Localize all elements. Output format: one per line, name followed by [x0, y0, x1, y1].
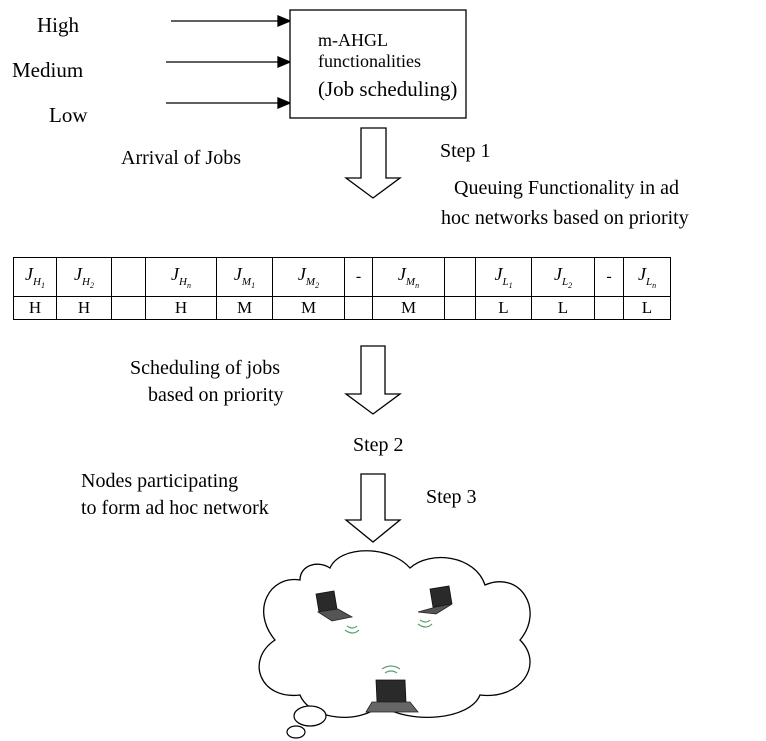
box-title: m-AHGL [318, 30, 388, 50]
priority-cell: L [623, 296, 671, 320]
cloud-bubble-small [286, 725, 306, 739]
scheduling-label-line1: Scheduling of jobs [130, 357, 280, 379]
step1-label: Step 1 [440, 140, 491, 162]
queue-caption-line1: Queuing Functionality in ad [454, 177, 679, 199]
job-cell: JHn [145, 257, 217, 297]
job-cell-empty [111, 257, 146, 297]
box-line2: functionalities [318, 51, 421, 71]
step2-label: Step 2 [353, 434, 404, 456]
priority-cell [594, 296, 624, 320]
job-cell: JH2 [56, 257, 112, 297]
priority-cell [344, 296, 373, 320]
high-arrowhead [277, 15, 292, 27]
priority-high-label: High [37, 13, 79, 37]
step3-block-arrow [344, 473, 402, 543]
priority-cell [111, 296, 146, 320]
wifi-icon-center [381, 665, 401, 674]
job-cell: JL2 [531, 257, 595, 297]
nodes-label-line2: to form ad hoc network [81, 497, 269, 519]
wifi-icon-right [417, 619, 433, 628]
priority-cell: M [272, 296, 345, 320]
priority-low-label: Low [49, 103, 88, 127]
priority-cell: M [216, 296, 273, 320]
job-cell: JM1 [216, 257, 273, 297]
job-cell: JL1 [475, 257, 532, 297]
job-cell-dash: - [594, 257, 624, 297]
priority-cell: L [475, 296, 532, 320]
box-line3: (Job scheduling) [318, 77, 458, 101]
priority-cell: H [13, 296, 57, 320]
step2-block-arrow [344, 345, 402, 415]
priority-cell [444, 296, 476, 320]
arrival-label: Arrival of Jobs [121, 147, 241, 169]
m-ahgl-box [289, 9, 467, 119]
laptop-icon-center [365, 679, 419, 713]
priority-cell: M [372, 296, 445, 320]
laptop-icon-left [315, 590, 354, 622]
job-cell-dash: - [344, 257, 373, 297]
job-cell: JMn [372, 257, 445, 297]
job-cell-empty [444, 257, 476, 297]
step1-block-arrow [344, 127, 402, 199]
job-cell: JLn [623, 257, 671, 297]
wifi-icon-left [344, 625, 360, 634]
queue-caption-line2: hoc networks based on priority [441, 207, 689, 229]
step3-label: Step 3 [426, 486, 477, 508]
job-queue-row-priority: H H H M M M L L L [13, 296, 671, 320]
priority-cell: L [531, 296, 595, 320]
scheduling-label-line2: based on priority [148, 384, 284, 406]
job-queue-table: JH1 JH2 JHn JM1 JM2 - JMn JL1 JL2 - JLn … [13, 257, 671, 320]
priority-medium-label: Medium [12, 58, 84, 82]
job-queue-row-jobs: JH1 JH2 JHn JM1 JM2 - JMn JL1 JL2 - JLn [13, 257, 671, 297]
job-cell: JH1 [13, 257, 57, 297]
cloud-bubble-large [293, 705, 327, 727]
medium-arrowhead [277, 56, 292, 68]
nodes-label-line1: Nodes participating [81, 470, 239, 492]
priority-cell: H [56, 296, 112, 320]
priority-cell: H [145, 296, 217, 320]
job-cell: JM2 [272, 257, 345, 297]
laptop-icon-right [417, 585, 453, 615]
low-arrowhead [277, 97, 292, 109]
